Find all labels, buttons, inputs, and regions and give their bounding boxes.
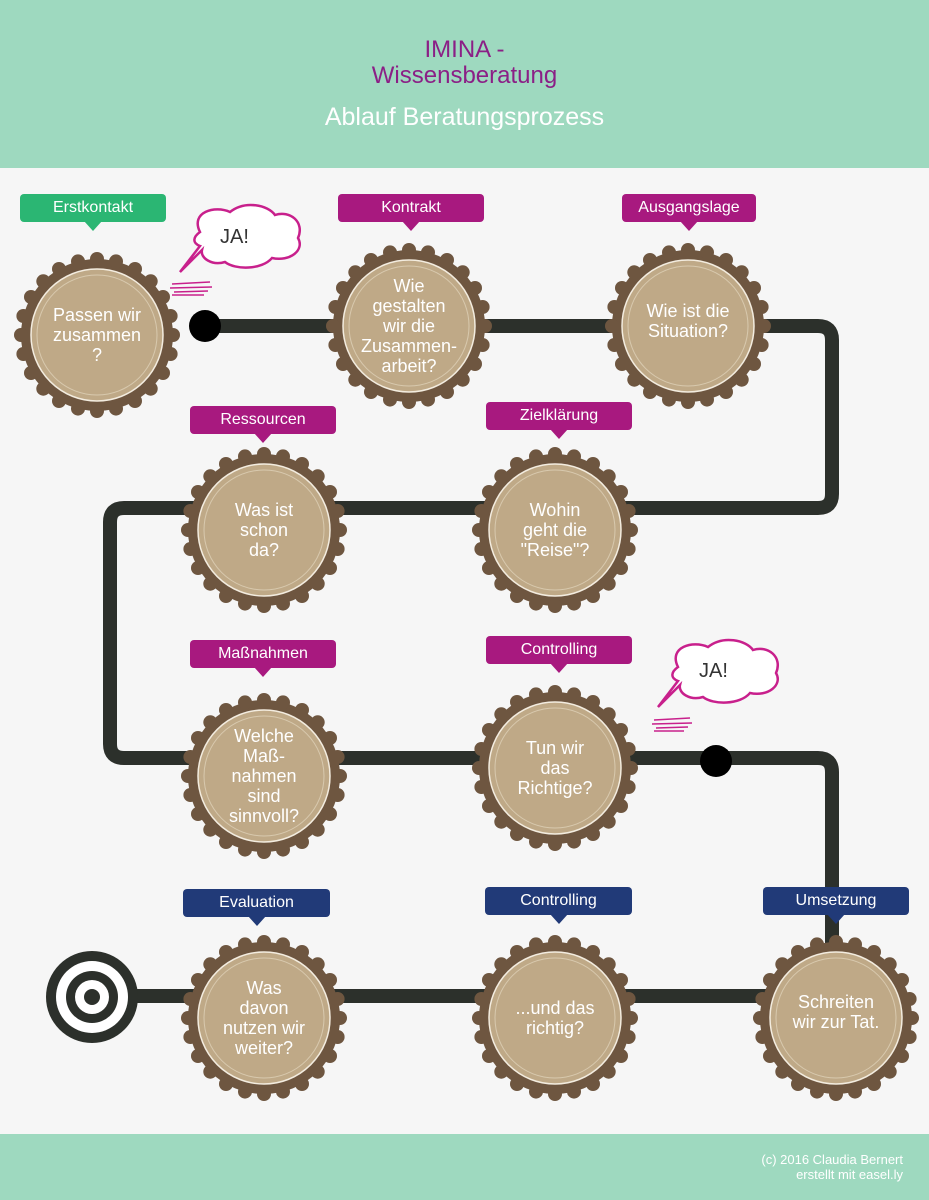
tag-evaluation: Evaluation <box>183 889 330 926</box>
node-text-kontrakt: Wie gestalten wir die Zusammen- arbeit? <box>360 276 458 376</box>
tag-ausgangslage: Ausgangslage <box>622 194 756 231</box>
start-dot-2 <box>700 745 732 777</box>
title-line-1: IMINA - <box>424 36 505 63</box>
node-text-ressourcen: Was ist schon da? <box>234 500 294 560</box>
bubble-text-1: JA! <box>220 226 249 248</box>
header-band <box>0 0 929 168</box>
speech-bubble-2 <box>657 638 779 708</box>
start-dot-1 <box>189 310 221 342</box>
footer-copyright: (c) 2016 Claudia Bernert <box>761 1152 903 1167</box>
node-text-ausgangslage: Wie ist die Situation? <box>646 301 730 341</box>
scribble-2 <box>651 717 693 732</box>
tag-controlling: Controlling <box>486 636 632 673</box>
tag-umsetzung: Umsetzung <box>763 887 909 924</box>
node-text-evaluation: Was davon nutzen wir weiter? <box>222 978 306 1058</box>
node-text-controlling-2: ...und das richtig? <box>515 998 595 1038</box>
tag-kontrakt: Kontrakt <box>338 194 484 231</box>
footer-band <box>0 1134 929 1200</box>
target-icon <box>46 951 138 1043</box>
tag-zielklaerung: Zielklärung <box>486 402 632 439</box>
node-text-massnahmen: Welche Maß- nahmen sind sinnvoll? <box>228 726 300 826</box>
tag-controlling-2: Controlling <box>485 887 632 924</box>
speech-bubble-1 <box>179 203 301 273</box>
node-text-controlling: Tun wir das Richtige? <box>517 738 593 798</box>
node-text-zielklaerung: Wohin geht die "Reise"? <box>520 500 590 560</box>
connector-path <box>83 319 839 1003</box>
subtitle: Ablauf Beratungsprozess <box>324 103 605 131</box>
footer-credit: erstellt mit easel.ly <box>796 1167 903 1182</box>
scribble-1 <box>169 281 213 296</box>
tag-massnahmen: Maßnahmen <box>190 640 336 677</box>
bubble-text-2: JA! <box>699 660 728 682</box>
tag-erstkontakt: Erstkontakt <box>20 194 166 231</box>
node-text-erstkontakt: Passen wir zusammen ? <box>52 305 142 365</box>
node-text-umsetzung: Schreiten wir zur Tat. <box>792 992 880 1032</box>
title-line-2: Wissensberatung <box>371 62 558 89</box>
tag-ressourcen: Ressourcen <box>190 406 336 443</box>
